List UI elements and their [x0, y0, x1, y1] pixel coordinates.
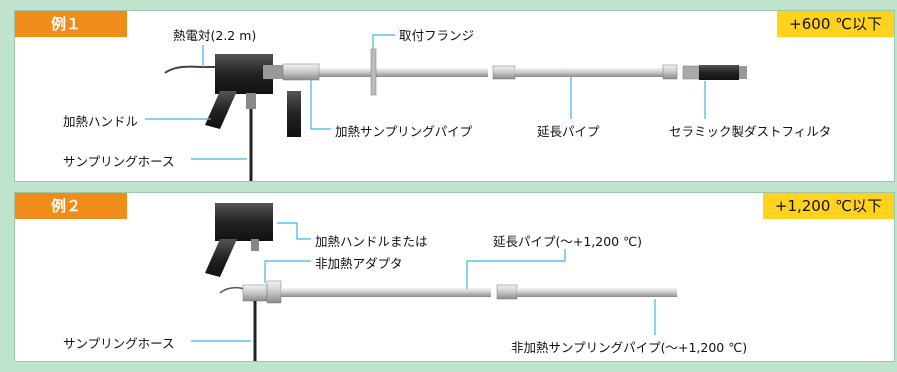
example-1-temperature-badge: +600 ℃以下	[777, 11, 894, 37]
heating-handle-grip	[205, 91, 237, 129]
non-heated-sampling-pipe	[517, 288, 677, 297]
leader-extension-pipe-2	[466, 249, 566, 289]
thermocouple-cable	[164, 65, 220, 74]
label-ceramic-dust-filter: セラミック製ダストフィルタ	[669, 124, 832, 139]
pipe-holder	[287, 91, 301, 137]
label-mounting-flange: 取付フランジ	[399, 28, 475, 43]
label-sampling-hose: サンプリングホース	[63, 154, 175, 169]
example-1-panel: 例１ +600 ℃以下	[14, 10, 895, 182]
extension-pipe-1	[515, 68, 665, 77]
label-heating-handle-or: 加熱ハンドルまたは	[315, 234, 428, 249]
heating-handle-body-2	[215, 203, 273, 241]
extension-pipe-2	[281, 288, 491, 297]
label-thermocouple: 熱電対(2.2 m)	[173, 28, 257, 43]
label-heated-sampling-pipe: 加熱サンプリングパイプ	[335, 124, 473, 139]
label-non-heated-adapter: 非加熱アダプタ	[315, 256, 403, 271]
label-extension-pipe-2: 延長パイプ(〜+1,200 ℃)	[493, 234, 643, 249]
example-2-tab: 例２	[15, 193, 127, 219]
heating-handle-grip-2	[205, 239, 237, 277]
example-1-diagram	[145, 34, 747, 181]
leader-flange	[372, 34, 395, 49]
leader-adapter	[264, 260, 311, 283]
ceramic-dust-filter	[699, 65, 739, 80]
non-heated-adapter	[242, 284, 268, 302]
leader-heated-pipe	[310, 77, 331, 130]
example-2-diagram	[191, 203, 677, 361]
example-2-panel: 例２ +1,200 ℃以下	[14, 192, 895, 362]
example-2-temperature-badge: +1,200 ℃以下	[762, 193, 894, 219]
heated-sampling-pipe	[283, 68, 488, 77]
mounting-flange	[370, 48, 377, 96]
label-extension-pipe: 延長パイプ	[537, 124, 600, 139]
label-sampling-hose-2: サンプリングホース	[63, 336, 175, 351]
label-heating-handle: 加熱ハンドル	[63, 114, 139, 129]
label-non-heated-sampling-pipe: 非加熱サンプリングパイプ(〜+1,200 ℃)	[511, 340, 748, 355]
example-1-tab: 例１	[15, 11, 127, 37]
leader-heating-handle-2	[277, 222, 311, 240]
